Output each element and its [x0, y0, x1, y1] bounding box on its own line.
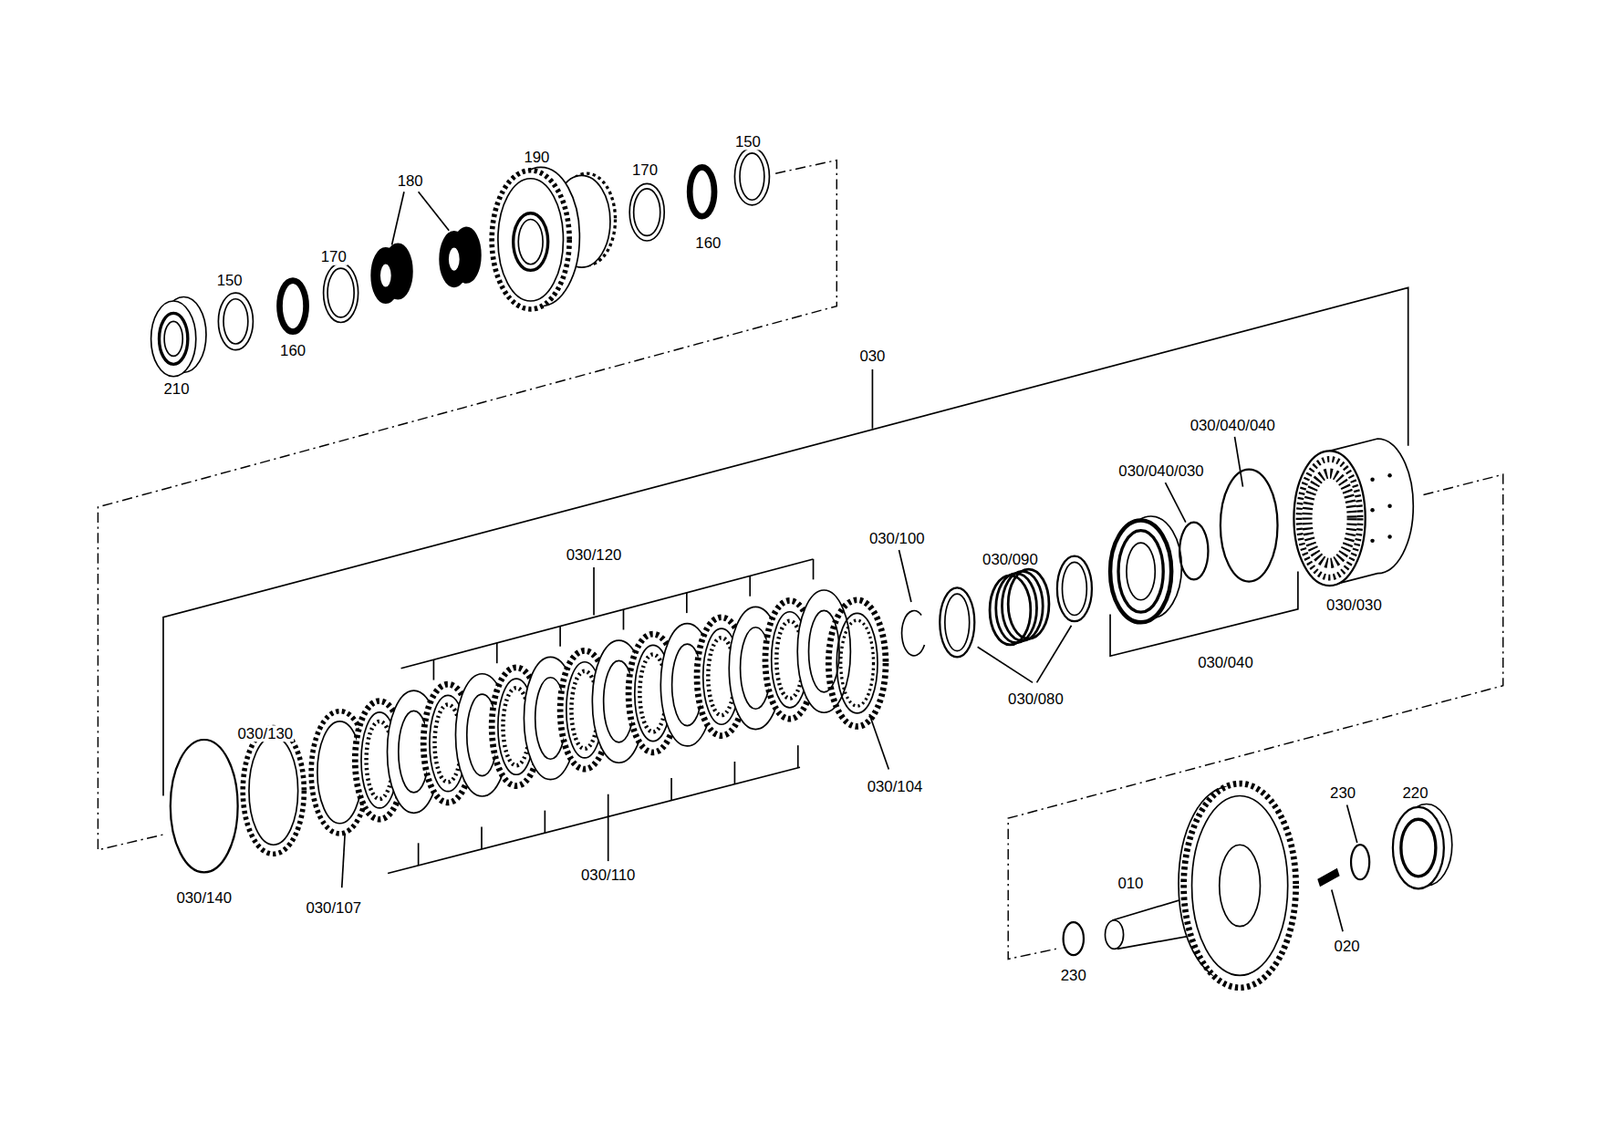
- bracket-tick: [623, 609, 625, 630]
- callout-number: 030/040/040: [1189, 417, 1278, 435]
- callout-number: 030/104: [866, 779, 925, 796]
- bracket-tick: [607, 794, 610, 818]
- callout-number: 230: [1059, 966, 1088, 984]
- callout-number: 160: [694, 234, 722, 251]
- bracket-tick: [559, 625, 562, 646]
- bracket-tick: [812, 559, 815, 580]
- bracket-tick: [734, 761, 737, 785]
- callout-number: 030/040/030: [1117, 463, 1206, 480]
- callout-number: 030/090: [981, 550, 1039, 568]
- steel-plate: [797, 590, 851, 713]
- callout-number: 020: [1332, 937, 1361, 955]
- callout-number: 030/110: [580, 867, 637, 884]
- bracket-tick: [433, 659, 436, 680]
- callout-number: 180: [396, 172, 425, 189]
- callout-number: 030/040: [1196, 654, 1255, 671]
- bracket-tick: [496, 643, 499, 664]
- callout-number: 030/030: [1325, 596, 1383, 613]
- callout-number: 150: [216, 272, 244, 290]
- callout-number: 170: [320, 249, 348, 266]
- callout-number: 230: [1329, 784, 1357, 801]
- callout-number: 160: [279, 342, 307, 360]
- bracket-tick: [480, 826, 483, 850]
- bracket-tick: [670, 778, 673, 801]
- bracket-tick: [417, 842, 420, 866]
- callout-number: 210: [162, 380, 190, 397]
- bracket-tick: [544, 810, 547, 834]
- callout-number: 170: [631, 162, 659, 179]
- callout-number: 030: [858, 347, 886, 364]
- callout-number: 030/140: [175, 889, 233, 906]
- bracket-tick: [797, 745, 800, 769]
- callout-number: 030/107: [304, 900, 363, 917]
- callout-number: 030/130: [236, 725, 294, 742]
- callout-number: 150: [734, 134, 762, 151]
- callout-number: 030/120: [565, 547, 624, 564]
- callout-number: 010: [1116, 875, 1144, 893]
- callout-number: 220: [1401, 784, 1429, 801]
- callout-number: 030/100: [868, 530, 926, 548]
- bracket-tick: [685, 592, 688, 613]
- bracket-tick: [748, 575, 751, 596]
- callout-number: 190: [522, 148, 551, 166]
- callout-number: 030/080: [1007, 690, 1065, 707]
